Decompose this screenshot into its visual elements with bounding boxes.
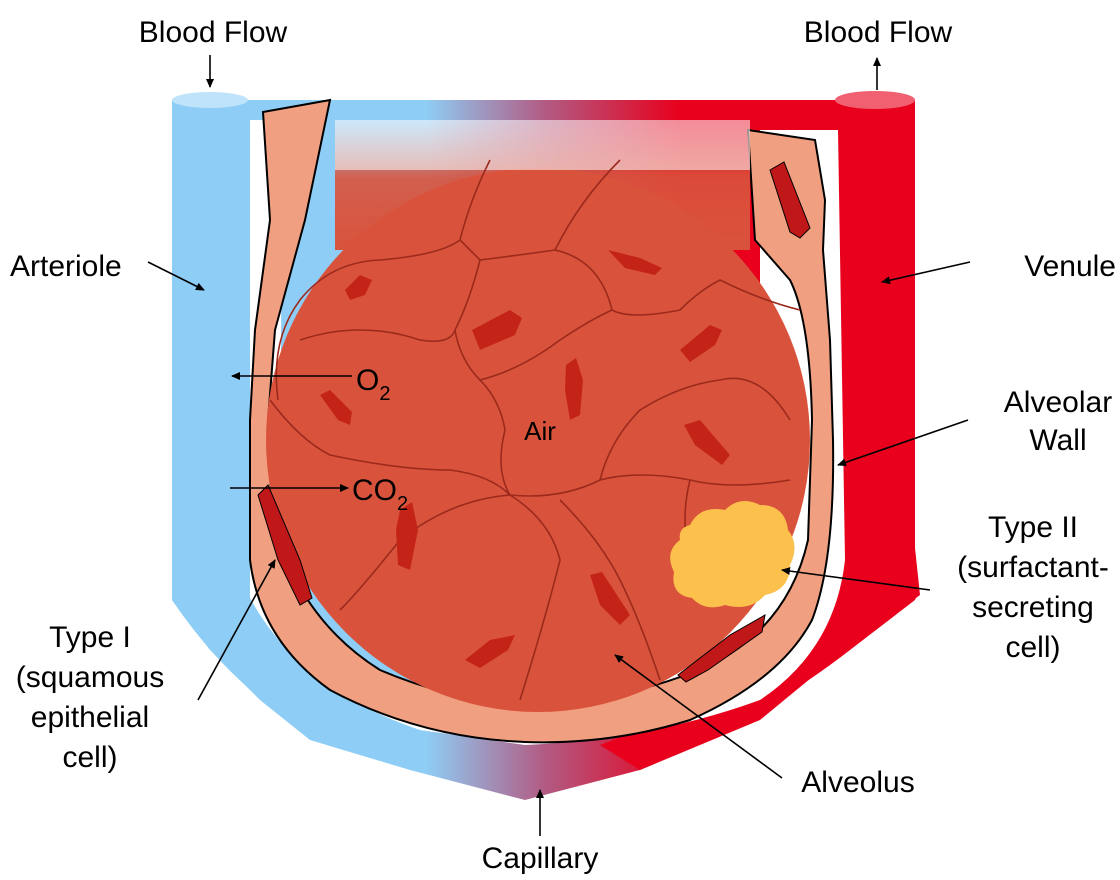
- label-air: Air: [524, 416, 556, 446]
- label-o2-main: O: [356, 364, 379, 397]
- label-alveolus: Alveolus: [801, 766, 914, 799]
- label-alveolar-wall-1: Alveolar: [1004, 386, 1112, 419]
- label-co2-main: CO: [352, 474, 397, 507]
- label-blood-flow-left: Blood Flow: [139, 16, 288, 49]
- label-type1-1: Type I: [49, 621, 131, 654]
- label-type1-3: epithelial: [31, 701, 149, 734]
- label-alveolar-wall-2: Wall: [1029, 424, 1086, 457]
- venule-top-cap: [835, 91, 915, 109]
- label-type2-4: cell): [1005, 631, 1060, 664]
- label-o2-sub: 2: [379, 383, 390, 405]
- label-type1-2: (squamous: [16, 661, 164, 694]
- label-arteriole: Arteriole: [10, 250, 122, 283]
- arteriole-top-cap: [172, 92, 248, 108]
- label-type2-3: secreting: [972, 591, 1094, 624]
- label-venule: Venule: [1024, 250, 1116, 283]
- label-type2-1: Type II: [988, 511, 1078, 544]
- label-type2-2: (surfactant-: [957, 551, 1109, 584]
- label-blood-flow-right: Blood Flow: [804, 16, 953, 49]
- air-opening-fade: [335, 120, 750, 170]
- label-co2-sub: 2: [397, 493, 408, 515]
- label-capillary: Capillary: [482, 842, 599, 875]
- label-type1-4: cell): [62, 741, 117, 774]
